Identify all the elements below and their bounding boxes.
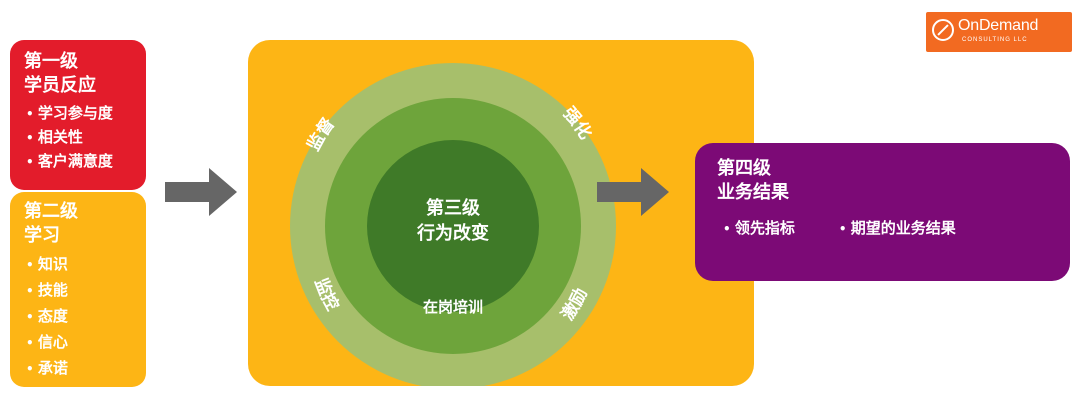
level4-item: 期望的业务结果 (833, 217, 956, 238)
level3-title: 第三级 (426, 197, 481, 219)
level2-item: 技能 (24, 278, 146, 304)
level2-item: 知识 (24, 252, 146, 278)
arrow-right-icon (165, 168, 237, 216)
level2-item: 承诺 (24, 356, 146, 382)
level2-box: 第二级 学习 知识 技能 态度 信心 承诺 (10, 192, 146, 387)
level3-inner-label: 在岗培训 (423, 298, 483, 316)
logo-name: OnDemand (958, 17, 1039, 34)
arrow-right-icon (597, 168, 669, 216)
level2-list: 知识 技能 态度 信心 承诺 (24, 252, 146, 382)
level2-title: 第二级 (24, 201, 78, 222)
level1-item: 相关性 (24, 126, 146, 150)
level1-list: 学习参与度 相关性 客户满意度 (24, 102, 146, 174)
level3-rings-diagram: 第三级 行为改变 在岗培训 监督 强化 激励 监控 (290, 63, 616, 386)
level1-box: 第一级 学员反应 学习参与度 相关性 客户满意度 (10, 40, 146, 190)
level4-box: 第四级 业务结果 领先指标 期望的业务结果 (695, 143, 1070, 281)
level2-subtitle: 学习 (24, 225, 60, 246)
level3-box: 第三级 行为改变 在岗培训 监督 强化 激励 监控 (248, 40, 754, 386)
level4-subtitle: 业务结果 (717, 182, 789, 203)
level4-item: 领先指标 (717, 217, 795, 238)
level1-subtitle: 学员反应 (24, 75, 96, 96)
level3-subtitle: 行为改变 (416, 222, 489, 244)
level1-item: 客户满意度 (24, 150, 146, 174)
level2-item: 信心 (24, 330, 146, 356)
level1-item: 学习参与度 (24, 102, 146, 126)
level1-title: 第一级 (24, 51, 78, 72)
level4-title: 第四级 (717, 158, 771, 179)
level2-item: 态度 (24, 304, 146, 330)
logo-sub: CONSULTING LLC (962, 37, 1028, 43)
level4-list: 领先指标 期望的业务结果 (717, 217, 1070, 238)
logo-mark-icon (932, 19, 954, 41)
ondemand-logo: OnDemand CONSULTING LLC (926, 12, 1072, 52)
inner-circle (367, 140, 539, 312)
